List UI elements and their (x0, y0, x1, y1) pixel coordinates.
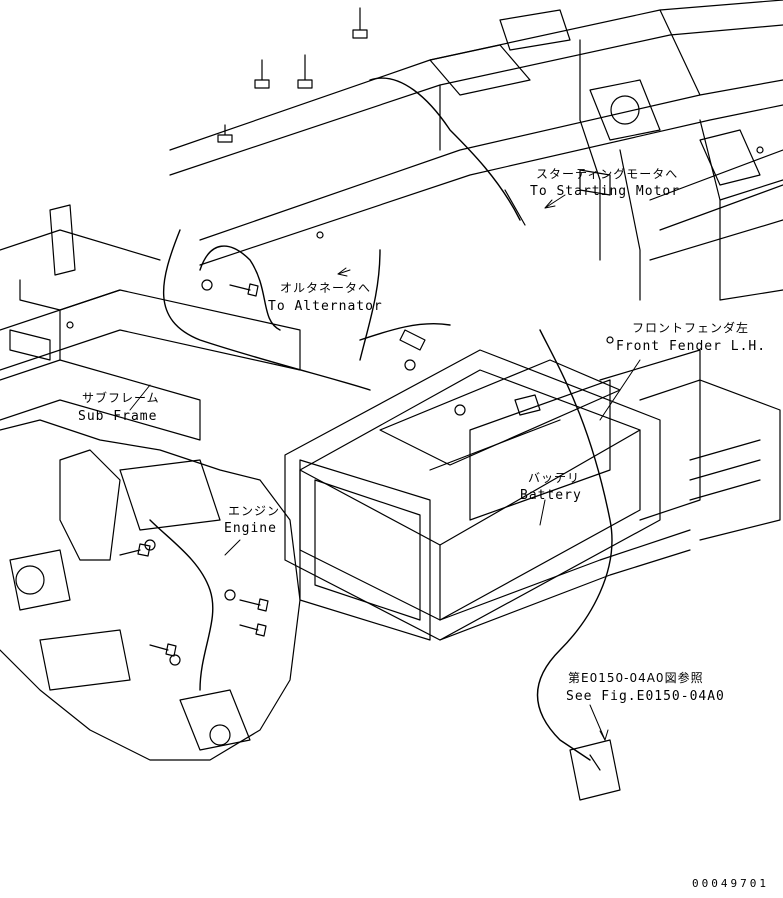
bolts-and-clamps (66, 7, 764, 801)
front-fender-label-jp: フロントフェンダ左 (632, 320, 749, 335)
engine-block (0, 419, 301, 761)
front-fender-label-en: Front Fender L.H. (616, 339, 766, 354)
leader-lines (129, 194, 641, 741)
serial-number: 00049701 (692, 877, 769, 890)
battery-label-jp: バッテリ (528, 471, 580, 485)
sub-frame (0, 204, 301, 441)
sub-frame-label-jp: サブフレーム (82, 390, 160, 405)
main-frame-rails (169, 0, 783, 301)
starting-motor-label-jp: スターティングモータへ (536, 167, 678, 181)
alternator-label-en: To Alternator (268, 299, 383, 314)
battery-box (284, 349, 781, 641)
engine-label-jp: エンジン (228, 504, 280, 518)
see-fig-label-en: See Fig.E0150-04A0 (566, 689, 725, 704)
battery-label-en: Battery (520, 488, 582, 503)
alternator-label-jp: オルタネータへ (280, 281, 371, 295)
starting-motor-label-en: To Starting Motor (530, 184, 680, 199)
see-fig-label-jp: 第E0150-04A0図参照 (568, 670, 704, 685)
sub-frame-label-en: Sub Frame (78, 409, 157, 424)
label-text: スターティングモータへ To Starting Motor オルタネータへ To… (78, 167, 766, 704)
wire-harness (149, 77, 613, 761)
engine-label-en: Engine (224, 521, 277, 536)
